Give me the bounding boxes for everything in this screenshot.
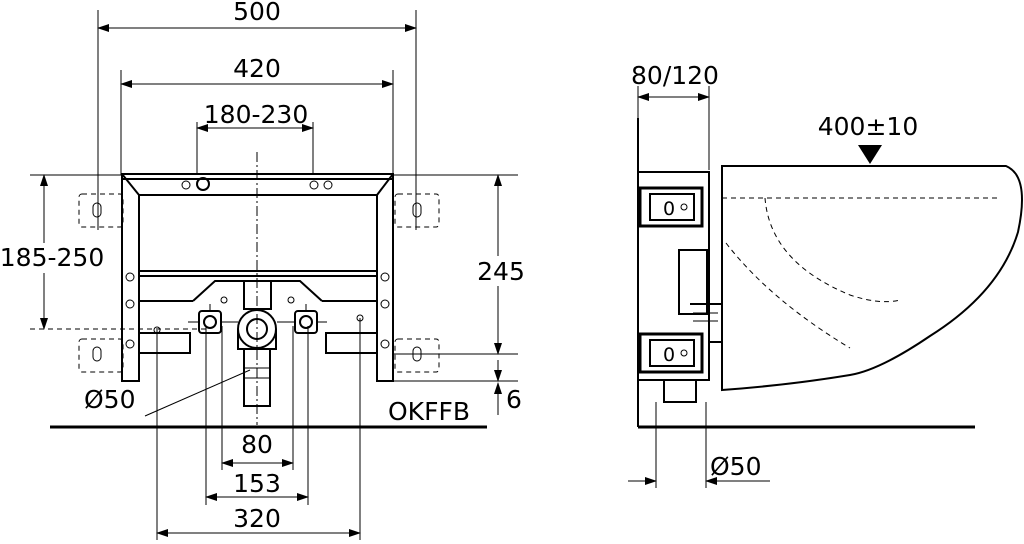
dim-label-153: 153 — [233, 469, 281, 498]
dim-label-500: 500 — [233, 0, 281, 26]
frame-side-profile: 0 0 — [637, 171, 723, 403]
dim-label-80: 80 — [241, 430, 273, 459]
fixing-bracket-bottom-left — [78, 338, 124, 373]
dim-label-180-230: 180-230 — [204, 100, 308, 129]
installation-frame — [121, 173, 394, 407]
dim-label-drain-front: Ø50 — [84, 385, 136, 414]
fixing-bracket-top-right — [394, 193, 440, 228]
height-marker-triangle — [858, 145, 882, 164]
dim-label-6: 6 — [506, 385, 522, 414]
dim-label-185-250-bg — [0, 243, 106, 273]
bracket-glyph-top: 0 — [663, 198, 675, 220]
front-view: 500 420 180-230 185-250 245 6 — [0, 0, 526, 540]
dim-label-bowl-height: 400±10 — [818, 112, 918, 141]
fixing-bracket-bottom-right — [394, 338, 440, 373]
bracket-glyph-bottom: 0 — [663, 344, 675, 366]
dim-label-420: 420 — [233, 54, 281, 83]
side-view: 80/120 0 0 Ø50 — [628, 61, 1023, 488]
dim-label-245-bg — [474, 256, 526, 286]
toilet-bowl — [721, 165, 1023, 392]
dim-label-drain-side: Ø50 — [710, 452, 762, 481]
dim-label-depth: 80/120 — [631, 61, 719, 90]
label-floor: OKFFB — [388, 397, 470, 426]
dim-label-320: 320 — [233, 504, 281, 533]
dim-label-185-250: 185-250 — [0, 243, 104, 272]
dim-label-245: 245 — [477, 257, 525, 286]
fixing-bracket-top-left — [78, 193, 124, 228]
leader-drain-front — [144, 369, 251, 417]
